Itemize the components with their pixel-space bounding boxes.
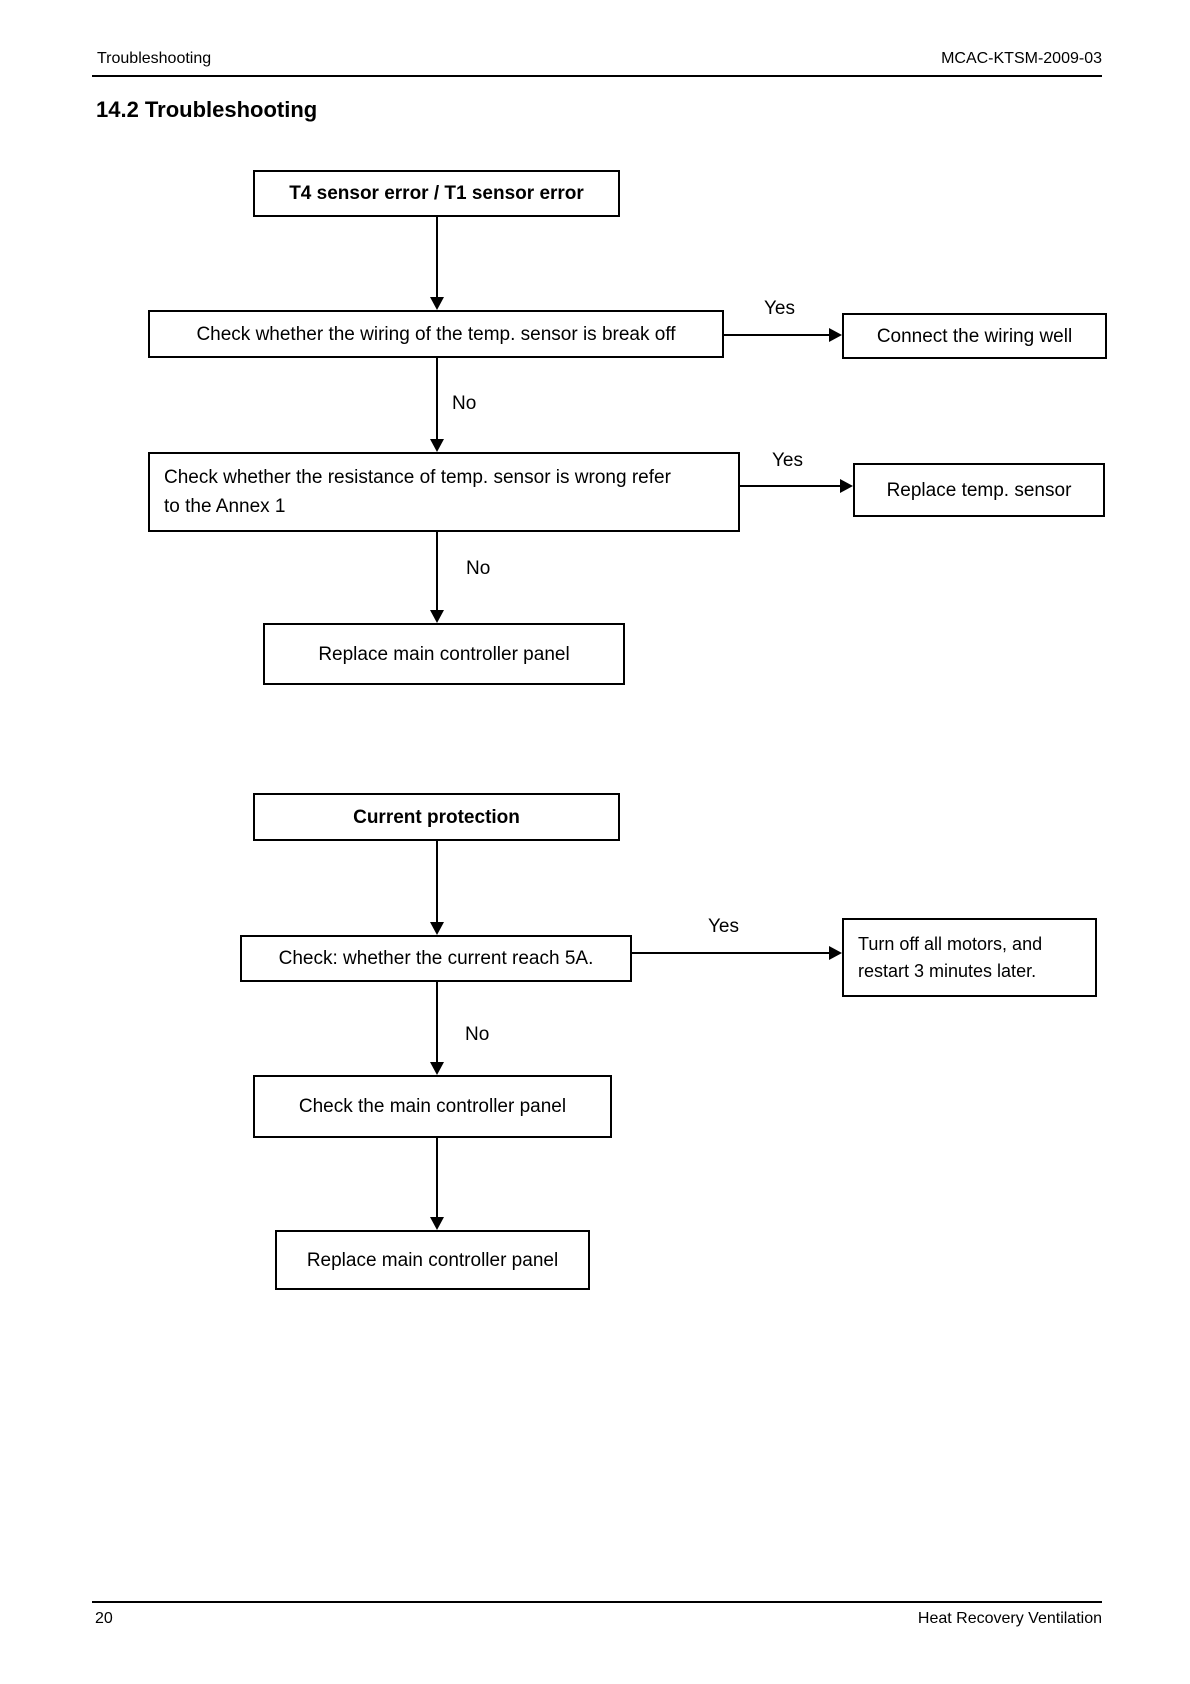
arrow-down-icon: [430, 922, 444, 935]
arrow-down-icon: [430, 1217, 444, 1230]
node-label: Current protection: [353, 806, 520, 828]
node-label: Connect the wiring well: [876, 325, 1073, 347]
node-label: Turn off all motors, and restart 3 minut…: [858, 931, 1042, 985]
node-label-line1: Turn off all motors, and: [858, 933, 1043, 954]
node-label: T4 sensor error / T1 sensor error: [289, 183, 584, 204]
node-replace-main-panel: Replace main controller panel: [263, 623, 625, 685]
footer-rule: [92, 1601, 1102, 1603]
node-label-line1: Check whether the resistance of temp. se…: [164, 467, 671, 488]
footer-doc-title: Heat Recovery Ventilation: [917, 1610, 1102, 1627]
node-label: Check the main controller panel: [298, 1096, 567, 1117]
header-rule: [92, 75, 1102, 77]
branch-label-no: No: [466, 558, 491, 579]
arrow-right-icon: [829, 328, 842, 342]
branch-label-yes: Yes: [772, 450, 803, 471]
arrow-right-icon: [829, 946, 842, 960]
connector-line: [436, 982, 438, 1062]
branch-label-yes: Yes: [708, 916, 739, 937]
connector-line: [724, 334, 831, 336]
connector-line: [436, 841, 438, 922]
node-turn-off-motors: Turn off all motors, and restart 3 minut…: [842, 918, 1097, 997]
connector-line: [436, 1138, 438, 1217]
node-check-main-panel: Check the main controller panel: [253, 1075, 612, 1138]
node-check-resistance: Check whether the resistance of temp. se…: [148, 452, 740, 532]
node-check-wiring: Check whether the wiring of the temp. se…: [148, 310, 724, 358]
arrow-down-icon: [430, 1062, 444, 1075]
node-label: Replace temp. sensor: [886, 479, 1072, 501]
branch-label-yes: Yes: [764, 298, 795, 319]
node-label: Check whether the resistance of temp. se…: [164, 463, 671, 521]
node-label: Check: whether the current reach 5A.: [278, 948, 594, 969]
node-sensor-error-start: T4 sensor error / T1 sensor error: [253, 170, 620, 217]
node-label: Replace main controller panel: [318, 643, 570, 665]
node-replace-sensor: Replace temp. sensor: [853, 463, 1105, 517]
connector-line: [436, 358, 438, 439]
node-label-line2: to the Annex 1: [164, 496, 286, 517]
page-title: 14.2 Troubleshooting: [96, 97, 318, 122]
arrow-down-icon: [430, 297, 444, 310]
node-check-current: Check: whether the current reach 5A.: [240, 935, 632, 982]
connector-line: [436, 532, 438, 610]
connector-line: [632, 952, 829, 954]
branch-label-no: No: [465, 1024, 490, 1045]
connector-line: [436, 217, 438, 298]
arrow-right-icon: [840, 479, 853, 493]
node-replace-main-panel-2: Replace main controller panel: [275, 1230, 590, 1290]
arrow-down-icon: [430, 610, 444, 623]
header-section-label: Troubleshooting: [97, 50, 212, 67]
connector-line: [740, 485, 840, 487]
node-connect-wiring: Connect the wiring well: [842, 313, 1107, 359]
node-label: Check whether the wiring of the temp. se…: [196, 323, 676, 345]
node-label-line2: restart 3 minutes later.: [858, 960, 1037, 981]
arrow-down-icon: [430, 439, 444, 452]
header-doc-code: MCAC-KTSM-2009-03: [941, 50, 1102, 67]
branch-label-no: No: [452, 393, 477, 414]
node-current-protection-start: Current protection: [253, 793, 620, 841]
node-label: Replace main controller panel: [306, 1249, 559, 1271]
footer-page-number: 20: [95, 1610, 113, 1627]
